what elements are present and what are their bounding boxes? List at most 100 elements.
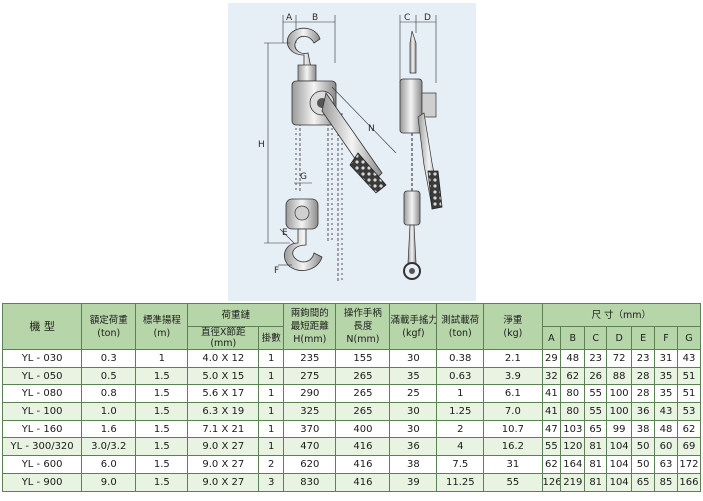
specification-table: 機 型 額定荷重 (ton) 標準揚程 (m) 荷重鏈 兩鉤間的 最短距離 H(… <box>1 303 702 492</box>
header-chain-size-line2: (mm) <box>210 338 237 349</box>
table-cell: 25 <box>389 384 438 404</box>
table-cell: 416 <box>335 437 391 457</box>
table-cell: 100 <box>606 402 633 421</box>
model-cell: YL - 100 <box>1 402 83 421</box>
table-cell: 416 <box>335 472 391 492</box>
table-cell: 7.0 <box>483 402 543 421</box>
table-cell: 31 <box>654 349 678 368</box>
header-pull-line2: (kgf) <box>402 327 425 339</box>
table-cell: 155 <box>335 349 391 368</box>
hoist-drawing-svg: A B N <box>258 13 443 283</box>
header-dim-e: E <box>631 326 656 350</box>
header-falls: 掛數 <box>258 326 285 350</box>
table-cell: 3 <box>258 472 285 492</box>
table-cell: 275 <box>283 366 337 386</box>
model-cell: YL - 300/320 <box>1 437 83 457</box>
header-pull-force: 滿載手搖力 (kgf) <box>389 303 438 350</box>
table-cell: 3.9 <box>483 366 543 386</box>
header-handle-line1: 操作手柄 <box>343 308 382 319</box>
table-cell: 470 <box>283 437 337 457</box>
table-cell: 41 <box>541 384 562 404</box>
header-lift-line1: 標準揚程 <box>142 314 181 326</box>
dim-label-h: H <box>258 140 265 150</box>
table-cell: 9.0 X 27 <box>187 455 260 474</box>
header-headroom-line3: H(mm) <box>293 334 327 345</box>
table-cell: 55 <box>584 384 608 404</box>
dim-label-d: D <box>424 13 431 23</box>
table-cell: 2.1 <box>483 349 543 368</box>
header-chain-size-line1: 直徑X節距 <box>201 327 246 339</box>
table-cell: 30 <box>389 349 438 368</box>
table-cell: 48 <box>654 419 678 439</box>
table-cell: 35 <box>389 366 438 386</box>
table-cell: 1 <box>258 384 285 404</box>
table-cell: 65 <box>584 419 608 439</box>
table-cell: 9.0 X 27 <box>187 472 260 492</box>
header-chain-size: 直徑X節距 (mm) <box>187 326 260 350</box>
table-cell: 1.5 <box>135 384 189 404</box>
table-cell: 62 <box>676 419 702 439</box>
table-cell: 62 <box>560 366 586 386</box>
table-cell: 69 <box>676 437 702 457</box>
table-cell: 7.5 <box>436 455 485 474</box>
table-cell: 38 <box>389 455 438 474</box>
table-cell: 5.0 X 15 <box>187 366 260 386</box>
table-cell: 30 <box>389 419 438 439</box>
header-handle-length: 操作手柄 長度 N(mm) <box>335 303 391 350</box>
header-lift: 標準揚程 (m) <box>135 303 189 350</box>
table-cell: 53 <box>676 402 702 421</box>
table-cell: 104 <box>606 437 633 457</box>
table-cell: 51 <box>676 384 702 404</box>
table-cell: 81 <box>584 472 608 492</box>
table-cell: 290 <box>283 384 337 404</box>
header-dim-b: B <box>560 326 586 350</box>
table-cell: 29 <box>541 349 562 368</box>
table-cell: 55 <box>483 472 543 492</box>
header-dim-c: C <box>584 326 608 350</box>
dim-label-e: E <box>282 228 288 238</box>
header-load-chain: 荷重鏈 <box>187 303 285 327</box>
header-model: 機 型 <box>1 303 83 350</box>
table-cell: 35 <box>654 384 678 404</box>
header-pull-line1: 滿載手搖力 <box>390 314 437 326</box>
table-cell: 1.5 <box>135 472 189 492</box>
model-cell: YL - 050 <box>1 366 83 386</box>
side-view: C D <box>399 13 443 280</box>
header-headroom: 兩鉤間的 最短距離 H(mm) <box>283 303 337 350</box>
table-cell: 43 <box>654 402 678 421</box>
model-cell: YL - 900 <box>1 472 83 492</box>
table-cell: 41 <box>541 402 562 421</box>
header-weight-line1: 淨重 <box>503 314 523 326</box>
table-cell: 23 <box>584 349 608 368</box>
header-rated-load: 額定荷重 (ton) <box>81 303 137 350</box>
table-cell: 219 <box>560 472 586 492</box>
table-cell: 104 <box>606 472 633 492</box>
header-test-line2: (ton) <box>448 327 472 339</box>
table-cell: 43 <box>676 349 702 368</box>
model-cell: YL - 030 <box>1 349 83 368</box>
table-cell: 1 <box>258 419 285 439</box>
header-dim-f: F <box>654 326 678 350</box>
header-dim-d: D <box>606 326 633 350</box>
table-cell: 1.6 <box>81 419 137 439</box>
header-dim-g: G <box>676 326 702 350</box>
table-cell: 0.63 <box>436 366 485 386</box>
table-cell: 0.38 <box>436 349 485 368</box>
table-cell: 265 <box>335 402 391 421</box>
table-cell: 1 <box>135 349 189 368</box>
header-headroom-line1: 兩鉤間的 <box>290 308 329 319</box>
table-cell: 235 <box>283 349 337 368</box>
table-cell: 85 <box>654 472 678 492</box>
table-cell: 99 <box>606 419 633 439</box>
table-cell: 265 <box>335 366 391 386</box>
table-cell: 81 <box>584 455 608 474</box>
table-cell: 28 <box>631 366 656 386</box>
header-rated-load-line1: 額定荷重 <box>89 314 128 326</box>
table-cell: 325 <box>283 402 337 421</box>
table-cell: 9.0 <box>81 472 137 492</box>
